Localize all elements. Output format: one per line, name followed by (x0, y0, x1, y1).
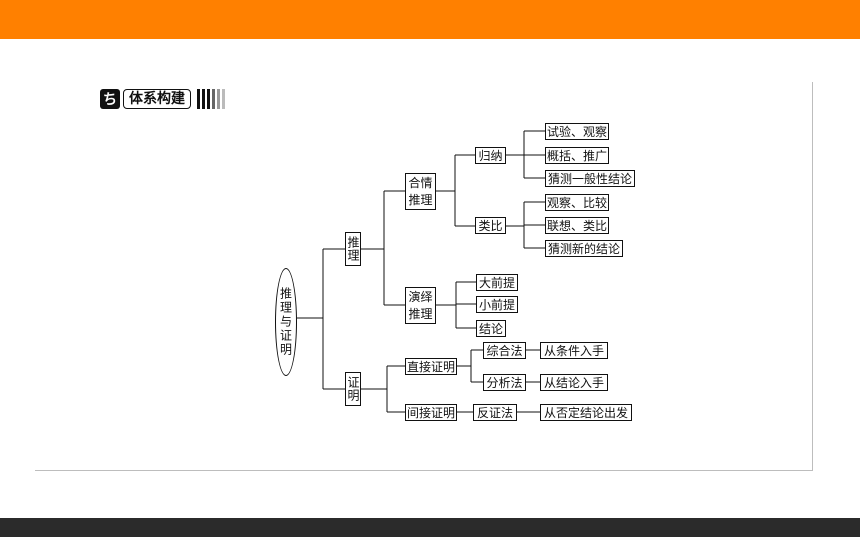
frame-bottom-border (35, 470, 813, 471)
leaf-conclusion: 结论 (476, 320, 506, 337)
node-synthetic-method: 综合法 (483, 342, 526, 359)
leaf-contradiction-desc: 从否定结论出发 (540, 404, 632, 421)
root-node: 推理与证明 (275, 268, 297, 376)
section-title: 体系构建 (123, 89, 191, 109)
node-direct-proof: 直接证明 (405, 358, 457, 375)
node-induction: 归纳 (475, 147, 506, 164)
node-proof: 证明 (345, 372, 361, 406)
node-deductive-reasoning: 演绎推理 (405, 287, 436, 324)
leaf-synthetic-desc: 从条件入手 (540, 342, 608, 359)
node-reasoning: 推理 (345, 232, 361, 266)
frame-right-border (812, 82, 813, 471)
leaf-analogy-2: 联想、类比 (545, 217, 609, 234)
leaf-analytic-desc: 从结论入手 (540, 374, 608, 391)
decorative-bars-icon (197, 89, 225, 109)
leaf-analogy-3: 猜测新的结论 (545, 240, 623, 257)
node-analytic-method: 分析法 (483, 374, 526, 391)
leaf-analogy-1: 观察、比较 (545, 194, 609, 211)
leaf-induction-2: 概括、推广 (545, 147, 609, 164)
node-contradiction-method: 反证法 (473, 404, 517, 421)
leaf-induction-1: 试验、观察 (545, 123, 609, 140)
bottom-banner (0, 518, 860, 537)
node-indirect-proof: 间接证明 (405, 404, 457, 421)
leaf-induction-3: 猜测一般性结论 (545, 170, 635, 187)
section-header: ち 体系构建 (100, 88, 225, 110)
leaf-minor-premise: 小前提 (476, 296, 518, 313)
node-plausible-reasoning: 合情推理 (405, 173, 436, 210)
node-analogy: 类比 (475, 217, 506, 234)
top-banner (0, 0, 860, 39)
section-logo-icon: ち (100, 89, 120, 109)
leaf-major-premise: 大前提 (476, 274, 518, 291)
